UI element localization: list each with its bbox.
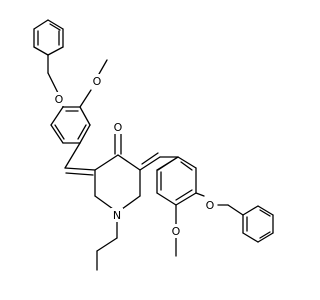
bond [195,192,205,197]
atom-o-ketone: O [114,121,123,134]
bond [156,192,177,206]
bond [77,124,87,140]
atom-label-layer: O O O O O N [53,74,216,238]
atom-o-top-ether: O [55,93,64,106]
bond [180,161,193,171]
bond [33,19,49,30]
bond [47,46,64,56]
bond [242,205,259,216]
bond [64,167,96,171]
bond [54,124,65,140]
bond [175,189,193,201]
bond [47,19,64,30]
molecule-structure: O O O O O N [33,19,274,271]
bond [259,209,271,217]
bond [259,231,271,239]
bond [177,156,197,169]
bond [33,46,49,56]
atom-o-right-ether: O [206,199,215,212]
bond [141,152,159,165]
bond [49,23,61,31]
bond [79,89,92,108]
bond [47,72,60,96]
bond [175,192,197,206]
bond [79,106,91,126]
bond [117,154,141,171]
bond [257,205,274,216]
bond-layer [33,19,274,271]
bond [156,156,179,171]
bond [94,195,114,210]
bond [64,142,81,169]
atom-o-top-methoxy: O [93,75,102,88]
bond [257,232,274,243]
bond [79,124,91,144]
atom-n-ring: N [113,209,121,222]
bond [50,124,64,144]
bond [98,59,108,75]
bond [50,106,64,126]
bond [227,204,244,216]
bond [65,172,94,176]
bond [242,232,259,243]
bond [94,154,119,171]
bond [121,195,141,210]
bond [96,237,118,252]
atom-o-right-methoxy: O [172,225,181,238]
bond [139,156,161,171]
